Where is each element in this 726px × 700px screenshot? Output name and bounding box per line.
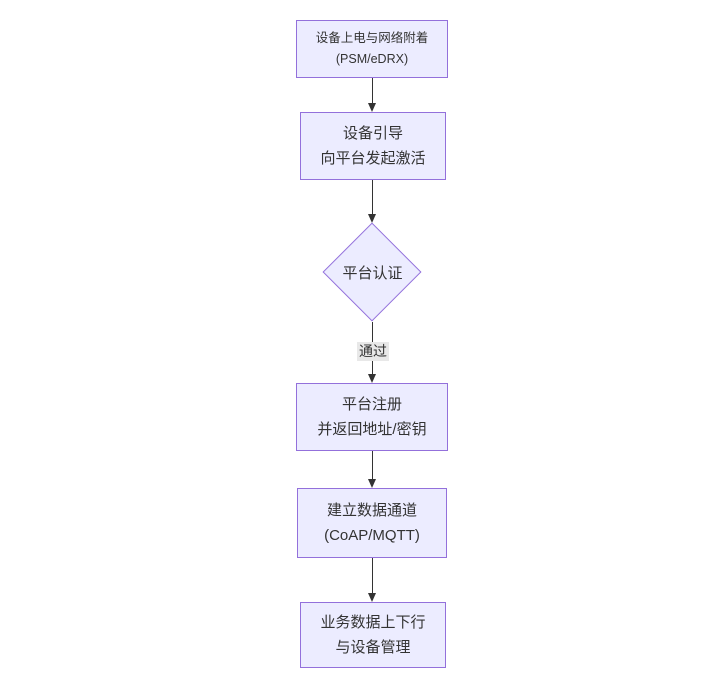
node-text: 并返回地址/密钥 bbox=[317, 421, 427, 438]
node-text: 向平台发起激活 bbox=[320, 150, 426, 167]
node-platform-register: 平台注册 并返回地址/密钥 bbox=[296, 383, 448, 451]
node-text: 业务数据上下行 bbox=[320, 614, 426, 631]
node-bootstrap: 设备引导 向平台发起激活 bbox=[300, 112, 446, 180]
node-data-channel: 建立数据通道 (CoAP/MQTT) bbox=[297, 488, 447, 558]
node-platform-auth: 平台认证 bbox=[322, 222, 423, 323]
node-text: 平台认证 bbox=[342, 265, 403, 282]
edge-power-to-bootstrap bbox=[372, 78, 373, 104]
edge-label-pass: 通过 bbox=[357, 342, 389, 361]
node-text: 设备引导 bbox=[342, 125, 403, 142]
edge-arrowhead bbox=[368, 374, 376, 383]
node-text: (CoAP/MQTT) bbox=[324, 527, 420, 544]
node-text: (PSM/eDRX) bbox=[335, 52, 409, 66]
node-business-data: 业务数据上下行 与设备管理 bbox=[300, 602, 446, 668]
edge-channel-to-business bbox=[372, 558, 373, 594]
edge-arrowhead bbox=[368, 593, 376, 602]
edge-arrowhead bbox=[368, 479, 376, 488]
node-text: 建立数据通道 bbox=[326, 502, 417, 519]
node-text: 平台注册 bbox=[341, 396, 402, 413]
node-power-attach: 设备上电与网络附着 (PSM/eDRX) bbox=[296, 20, 448, 78]
node-text: 与设备管理 bbox=[335, 639, 411, 656]
node-text: 设备上电与网络附着 bbox=[315, 31, 429, 45]
edge-register-to-channel bbox=[372, 451, 373, 480]
edge-arrowhead bbox=[368, 214, 376, 223]
edge-bootstrap-to-auth bbox=[372, 180, 373, 215]
edge-arrowhead bbox=[368, 103, 376, 112]
